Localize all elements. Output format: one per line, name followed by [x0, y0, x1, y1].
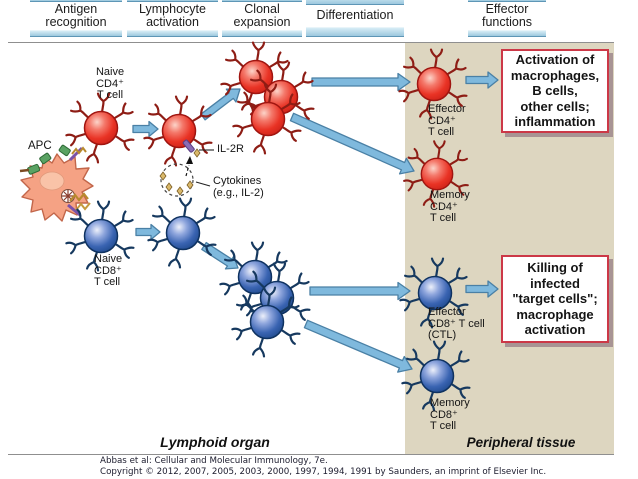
diagram-bottom-border — [8, 454, 614, 455]
tab-bottom-bar — [222, 30, 302, 37]
tab-top-bar — [30, 0, 122, 2]
peripheral-tissue-label: Peripheral tissue — [466, 435, 576, 450]
stage-tab-effector-functions: Effector functions — [468, 0, 546, 37]
tab-top-bar — [222, 0, 302, 2]
tab-top-bar — [468, 0, 546, 2]
il2r-label: IL-2R — [217, 143, 244, 155]
tab-bottom-bar — [127, 30, 218, 37]
flow-arrows — [132, 71, 499, 373]
diagram-top-border — [8, 42, 614, 43]
cytokines-pointer-line — [195, 181, 211, 187]
stage-label: Clonal expansion — [222, 1, 302, 31]
cytokines-label: Cytokines (e.g., IL-2) — [213, 175, 264, 199]
stage-label: Differentiation — [306, 5, 404, 27]
naive-cd8-label: Naive CD8⁺ T cell — [94, 253, 123, 289]
apc-mhc-molecules — [19, 144, 71, 175]
effector-cd8-label: Effector CD8⁺ T cell (CTL) — [428, 306, 485, 342]
stage-label: Effector functions — [468, 1, 546, 31]
stage-label: Lymphocyte activation — [127, 1, 218, 31]
apc-cd4-synapse — [68, 146, 87, 162]
stage-tab-lymphocyte-activation: Lymphocyte activation — [127, 0, 218, 37]
arrow-clone-to-memory-cd8 — [303, 319, 413, 373]
tab-bottom-bar — [30, 30, 122, 37]
arrow-clone-to-memory-cd4 — [289, 112, 415, 175]
cd8-clonal-expansion-graphic — [220, 242, 310, 358]
memory-cd4-label: Memory CD4⁺ T cell — [430, 189, 470, 225]
naive-cd4-label: Naive CD4⁺ T cell — [95, 66, 125, 102]
stage-tab-clonal-expansion: Clonal expansion — [222, 0, 302, 37]
apc-cd8-synapse — [67, 192, 91, 217]
il2r-receptor-graphic — [182, 139, 214, 158]
tab-bottom-bar — [306, 27, 404, 37]
arrow-clone-to-effector-cd4 — [311, 72, 411, 92]
stage-tab-antigen-recognition: Antigen recognition — [30, 0, 122, 37]
apc-label: APC — [28, 140, 52, 152]
memory-cd8-label: Memory CD8⁺ T cell — [430, 397, 470, 433]
effector-cd4-label: Effector CD4⁺ T cell — [428, 103, 466, 139]
citation-line: Abbas et al: Cellular and Molecular Immu… — [100, 456, 328, 466]
arrow-activated-cd4-to-clone — [200, 88, 241, 121]
stage-tab-differentiation: Differentiation — [306, 0, 404, 37]
arrow-effector-cd4-to-function — [465, 71, 499, 89]
arrow-effector-cd8-to-function — [465, 280, 499, 298]
apc-cell-graphic — [19, 144, 94, 222]
tab-top-bar — [127, 0, 218, 2]
cd4-effector-functions-callout: Activation of macrophages, B cells, othe… — [501, 49, 609, 133]
tab-top-bar — [306, 0, 404, 5]
cytokines-graphic — [159, 156, 211, 197]
arrow-naive-cd4-to-activated — [132, 120, 159, 138]
arrow-clone-to-effector-cd8 — [309, 281, 411, 301]
lymphoid-organ-label: Lymphoid organ — [160, 434, 270, 450]
stage-label: Antigen recognition — [30, 1, 122, 31]
apc-nucleus — [39, 171, 65, 191]
apc-microbe-star — [62, 190, 74, 202]
copyright-line: Copyright © 2012, 2007, 2005, 2003, 2000… — [100, 467, 547, 477]
arrow-naive-cd8-to-activated — [135, 223, 161, 241]
cd8-effector-functions-callout: Killing of infected "target cells"; macr… — [501, 255, 609, 343]
cytokine-feedback-arrowhead — [186, 156, 193, 164]
tab-bottom-bar — [468, 30, 546, 37]
